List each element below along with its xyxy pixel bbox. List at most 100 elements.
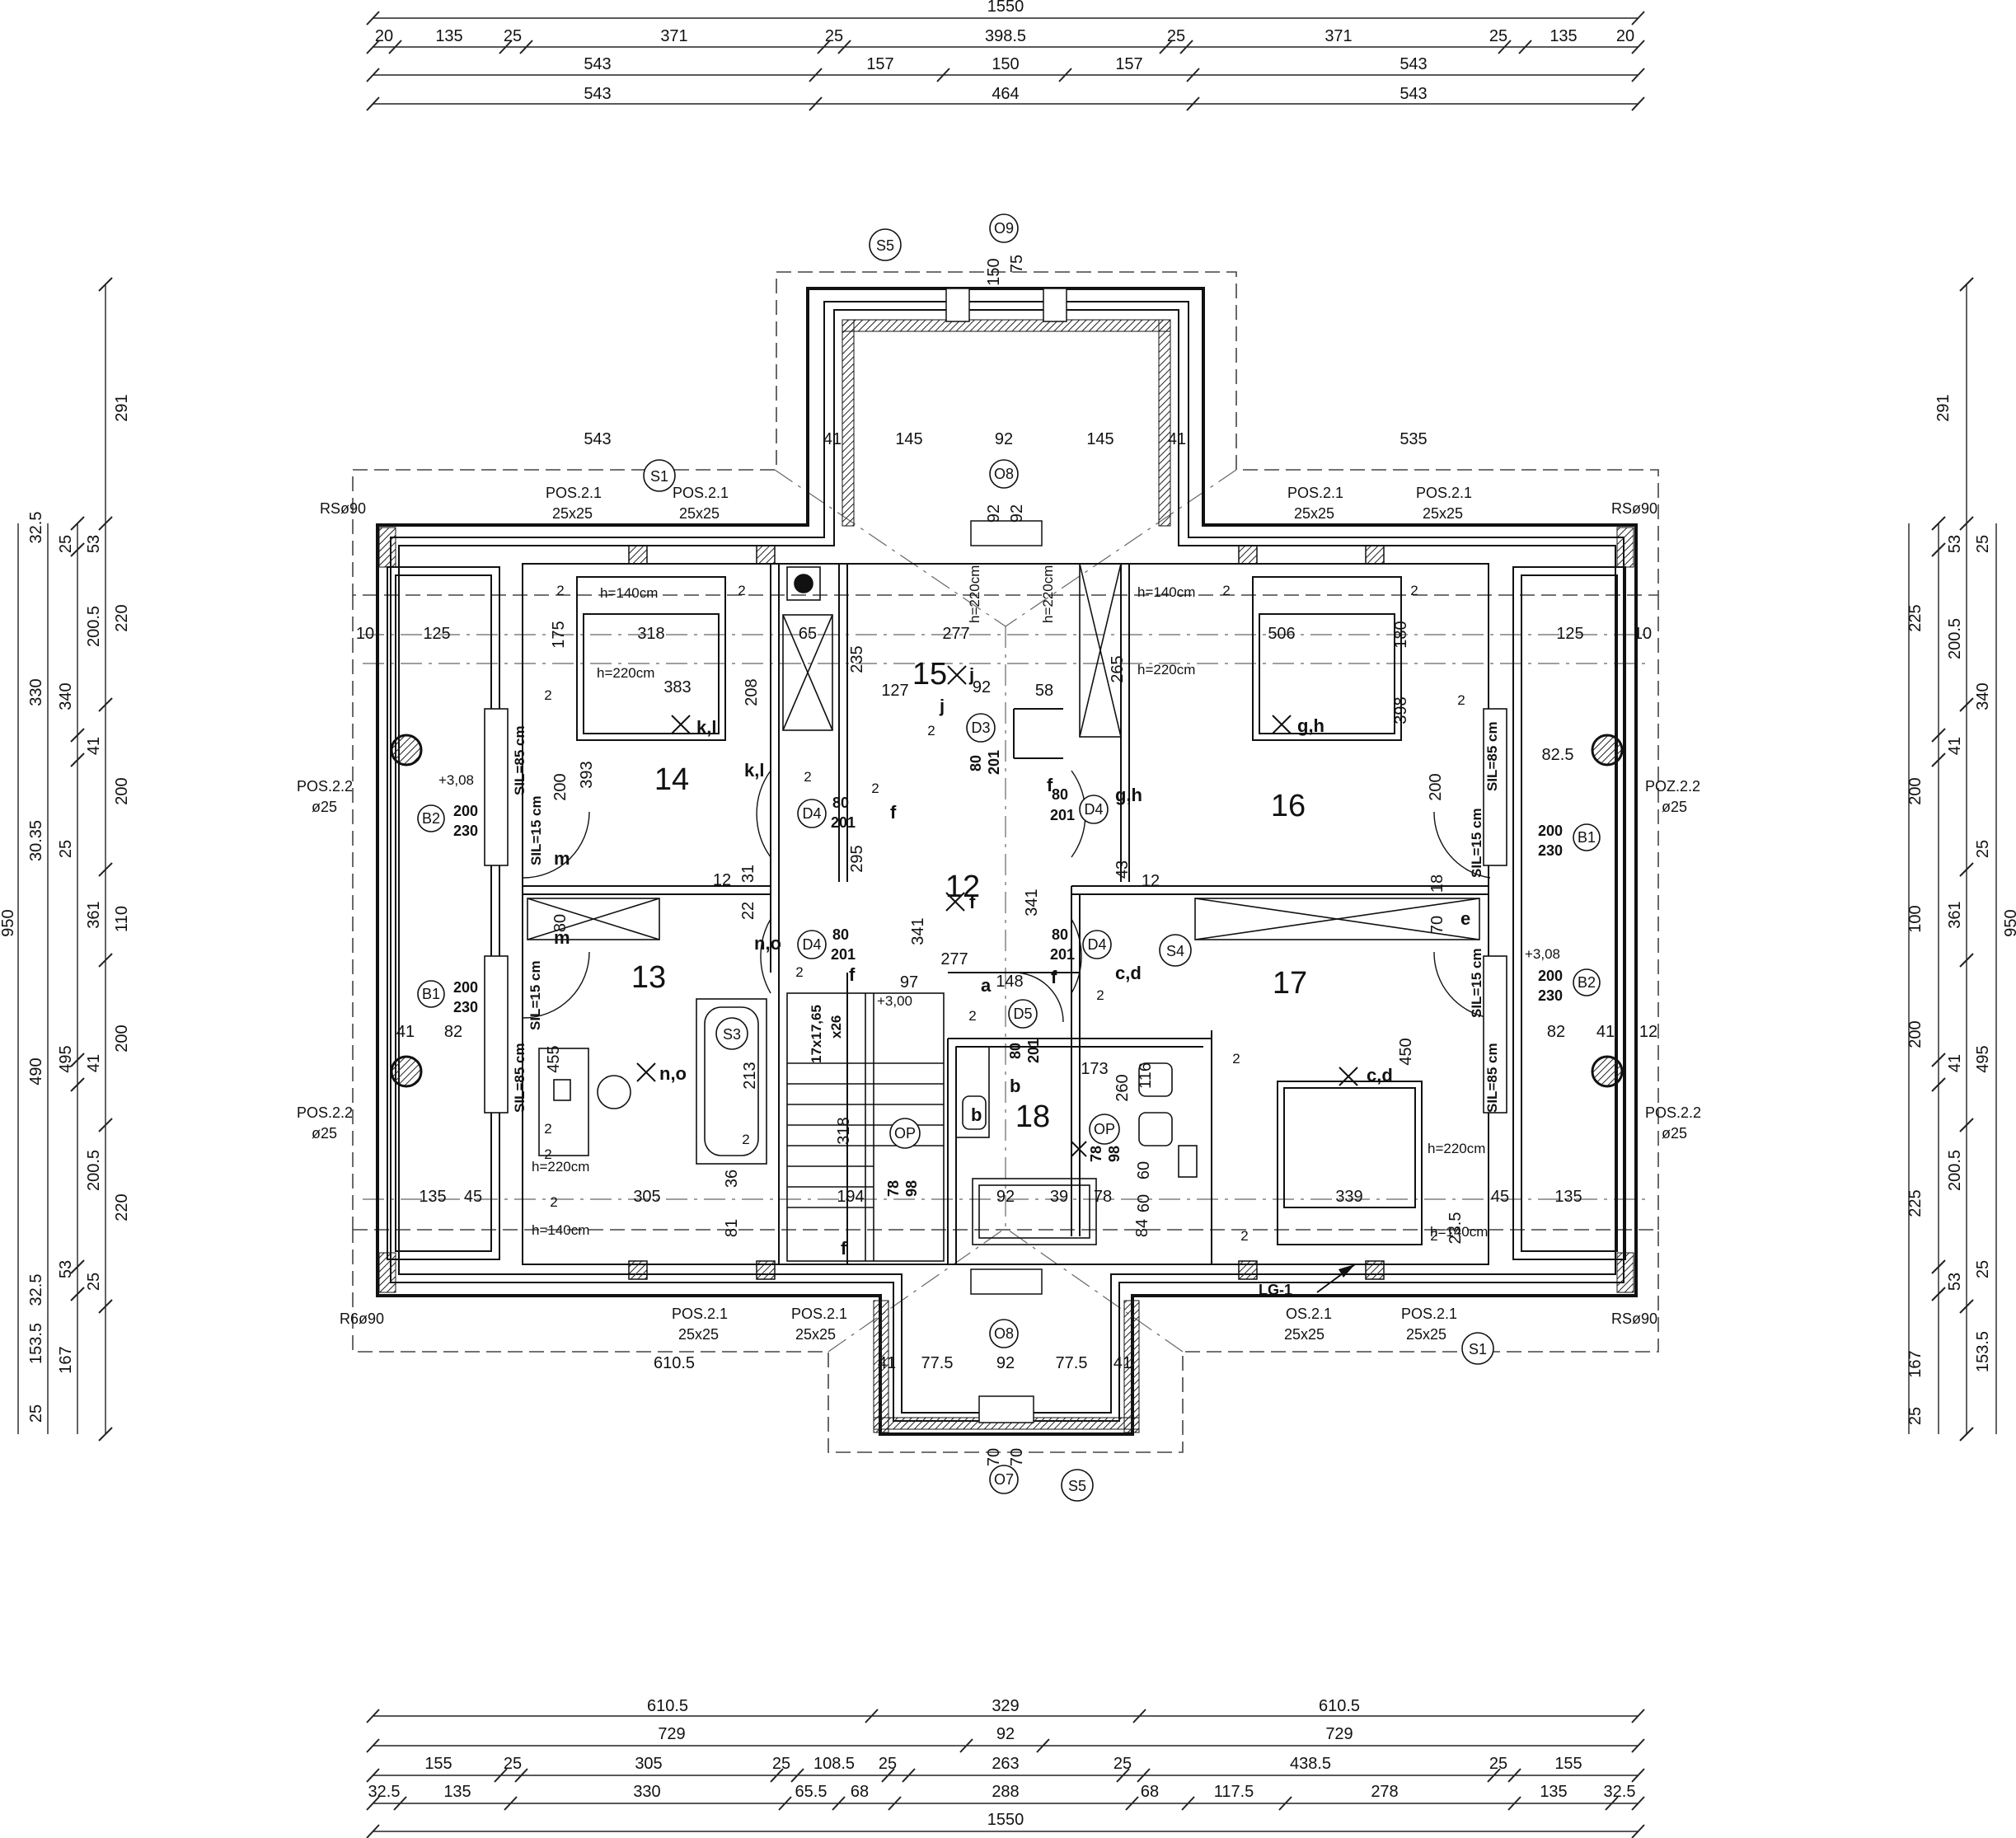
dim-value: 148 (996, 973, 1023, 991)
dim-value: 535 (1399, 430, 1427, 448)
dim-value: 277 (940, 950, 968, 968)
dim-value: 22 (739, 902, 757, 920)
dim-value: 371 (1324, 27, 1352, 45)
dim-value: 225 (1906, 604, 1925, 631)
note-level: +3,08 (438, 772, 474, 788)
dim-value: 97 (900, 973, 918, 992)
balcony-door-width: 200 (453, 979, 478, 996)
door-width: 80 (1007, 1043, 1024, 1059)
dim-value: 41 (85, 1054, 103, 1072)
window-tag-o8: O8 (994, 466, 1014, 482)
balcony-door-tag-b2: B2 (422, 810, 440, 827)
note-height: h=220cm (532, 1159, 589, 1175)
dim-value: 180 (1392, 621, 1410, 648)
dim-value: 70 (1008, 1448, 1026, 1466)
dim-value: 295 (848, 845, 866, 872)
switch-2: 2 (1096, 987, 1104, 1003)
left-dimension-text: 950 32.5 330 30.35 490 32.5 153.5 25 25 … (0, 394, 131, 1423)
dim-value: 225 (1906, 1189, 1925, 1217)
note-level: +3,00 (877, 993, 912, 1009)
dim-value: 12 (1142, 872, 1160, 890)
dim-value: 291 (1934, 394, 1953, 421)
note-pos22: POS.2.2 (297, 1104, 353, 1121)
dim-value: 41 (1113, 1354, 1132, 1372)
dim-value: 41 (85, 737, 103, 755)
dim-value: 32.5 (368, 1783, 401, 1801)
dim-value: 490 (27, 1057, 45, 1085)
door-width: 80 (832, 795, 849, 811)
dim-value: 41 (396, 1023, 415, 1041)
dim-value: 82 (444, 1023, 462, 1041)
dim-value: 53 (1946, 535, 1964, 553)
dim-value: 318 (637, 625, 664, 643)
staircase (786, 992, 945, 1262)
dim-value: 340 (1974, 682, 1992, 710)
dim-value: 25 (1113, 1755, 1132, 1773)
mark-e: e (1460, 908, 1470, 929)
dim-value: 23.5 (1446, 1212, 1465, 1245)
dim-value: 25 (1974, 535, 1992, 553)
balcony-door-width: 200 (453, 803, 478, 819)
note-pos21: POS.2.1 (1401, 1306, 1457, 1322)
note-pos21: POS.2.1 (1416, 485, 1472, 501)
room-16-number: 16 (1271, 789, 1306, 823)
dim-value: 68 (851, 1783, 869, 1801)
dim-value: 10 (1634, 625, 1652, 643)
switch-2: 2 (738, 583, 745, 598)
mark-no: n,o (659, 1063, 687, 1084)
desk (538, 1048, 631, 1156)
mark-j: j (939, 696, 945, 716)
dim-value: 82 (1547, 1023, 1565, 1041)
dim-value: 153.5 (1974, 1331, 1992, 1372)
dim-value: 25 (1489, 27, 1507, 45)
note-height: h=220cm (597, 665, 654, 681)
dim-value: 450 (1397, 1038, 1415, 1065)
dim-value: 75 (1008, 255, 1026, 273)
dim-value: 39 (1050, 1188, 1068, 1206)
room-17-number: 17 (1273, 966, 1307, 1001)
dim-value: 340 (57, 682, 75, 710)
tag-op: OP (1094, 1121, 1115, 1137)
dim-total-left: 950 (0, 909, 17, 936)
dim-value: 92 (973, 678, 991, 696)
dim-value: 543 (584, 55, 611, 73)
dim-value: 610.5 (647, 1697, 688, 1715)
door-tag-d4: D4 (802, 936, 821, 953)
section-tag-s1: S1 (1469, 1341, 1487, 1357)
mark-f: f (1047, 775, 1053, 795)
dim-value: 25 (825, 27, 843, 45)
dim-value: 291 (113, 394, 131, 421)
dim-total-bottom: 1550 (987, 1811, 1024, 1829)
dim-value: 341 (909, 917, 927, 945)
dim-value: 260 (1113, 1074, 1132, 1101)
mark-b: b (971, 1104, 982, 1125)
room-18-number: 18 (1015, 1100, 1050, 1134)
section-tag-s1: S1 (650, 468, 668, 485)
dim-value: 213 (741, 1062, 759, 1089)
bathroom-fixtures (696, 998, 1198, 1245)
balcony-door-height: 230 (1538, 842, 1563, 859)
dim-value: 20 (375, 27, 393, 45)
bottom-dimension-lines (366, 1709, 1645, 1838)
note-os21: OS.2.1 (1286, 1306, 1332, 1322)
door-tag-d5: D5 (1013, 1006, 1032, 1022)
dim-value: 208 (743, 678, 761, 706)
dim-value: 100 (1906, 905, 1925, 932)
dim-value: 25 (1489, 1755, 1507, 1773)
dim-value: 116 (1137, 1062, 1155, 1089)
dim-value: 145 (1086, 430, 1113, 448)
door-swings (523, 770, 1491, 1023)
dim-value: 361 (85, 901, 103, 928)
note-pos22: POS.2.2 (1645, 1104, 1701, 1121)
mark-m: m (554, 927, 570, 948)
mark-f: f (1051, 967, 1057, 987)
dim-value: 495 (57, 1045, 75, 1072)
note-sill: SIL=15 cm (527, 960, 543, 1030)
switch-2: 2 (795, 964, 803, 980)
tag-op: OP (894, 1125, 916, 1142)
round-posts (390, 734, 1624, 1088)
note-diameter: ø25 (312, 799, 337, 815)
top-dimension-text: 1550 20 135 25 371 25 398.5 25 371 25 13… (375, 0, 1634, 103)
dim-value: 278 (1371, 1783, 1398, 1801)
dim-value: 65.5 (795, 1783, 827, 1801)
